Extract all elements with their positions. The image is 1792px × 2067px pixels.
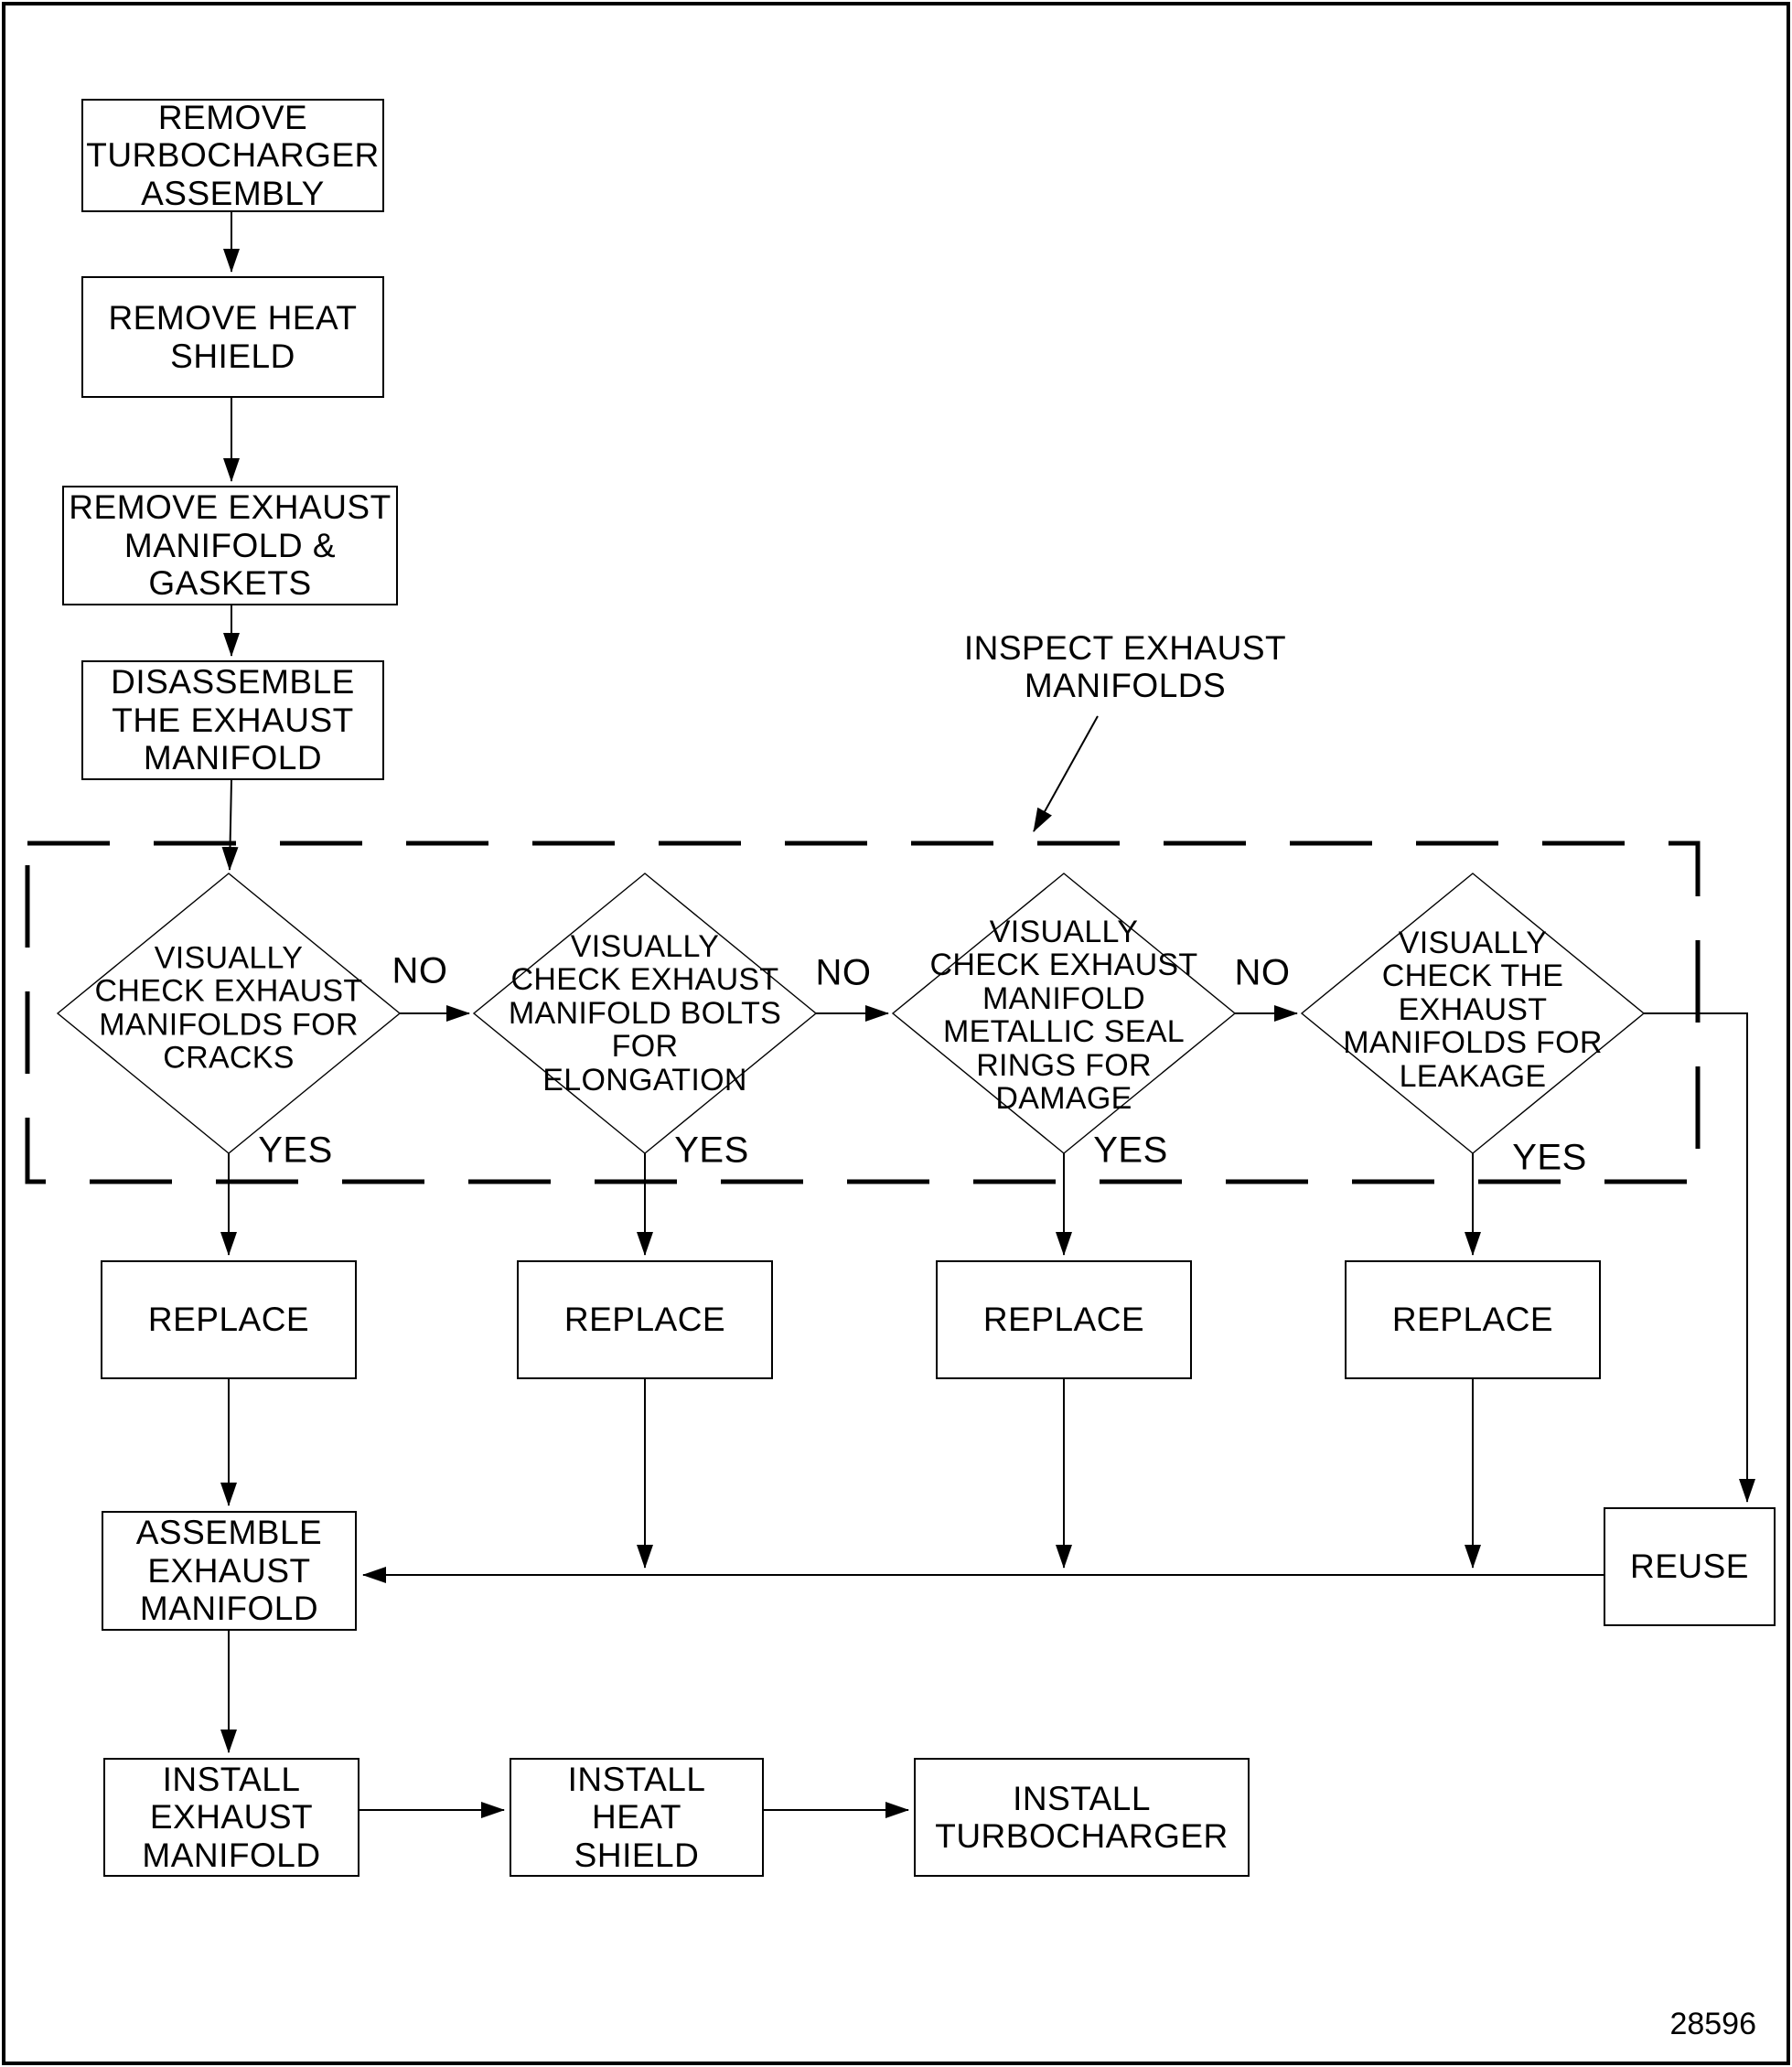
- box-replace-4: REPLACE: [1345, 1260, 1601, 1379]
- box-replace-3: REPLACE: [936, 1260, 1192, 1379]
- decision-seal-rings-text: VISUALLY CHECK EXHAUST MANIFOLD METALLIC…: [929, 914, 1198, 1116]
- box-remove-turbocharger-assembly: REMOVE TURBOCHARGER ASSEMBLY: [81, 99, 384, 212]
- edge-label-yes-2: YES: [674, 1130, 749, 1171]
- decision-cracks-text: VISUALLY CHECK EXHAUST MANIFOLDS FOR CRA…: [94, 940, 363, 1076]
- box-install-exhaust-manifold: INSTALL EXHAUST MANIFOLD: [103, 1758, 359, 1877]
- box-install-turbocharger: INSTALL TURBOCHARGER: [914, 1758, 1250, 1877]
- box-remove-heat-shield: REMOVE HEAT SHIELD: [81, 276, 384, 398]
- box-replace-2: REPLACE: [517, 1260, 773, 1379]
- figure-number: 28596: [1669, 2007, 1756, 2041]
- decision-leakage-text: VISUALLY CHECK THE EXHAUST MANIFOLDS FOR…: [1343, 926, 1603, 1094]
- edge-label-no-1: NO: [392, 950, 448, 991]
- box-install-heat-shield: INSTALL HEAT SHIELD: [510, 1758, 764, 1877]
- inspect-group-label: INSPECT EXHAUST MANIFOLDS: [963, 629, 1287, 705]
- box-disassemble-exhaust-manifold: DISASSEMBLE THE EXHAUST MANIFOLD: [81, 660, 384, 780]
- edge-label-no-3: NO: [1234, 952, 1291, 993]
- edge-label-yes-4: YES: [1512, 1137, 1587, 1178]
- edge-label-no-2: NO: [815, 952, 872, 993]
- box-replace-1: REPLACE: [101, 1260, 357, 1379]
- edge-label-yes-1: YES: [258, 1130, 333, 1171]
- box-reuse: REUSE: [1604, 1507, 1776, 1626]
- decision-bolts-text: VISUALLY CHECK EXHAUST MANIFOLD BOLTS FO…: [508, 929, 782, 1098]
- box-remove-exhaust-manifold-gaskets: REMOVE EXHAUST MANIFOLD & GASKETS: [62, 486, 398, 605]
- edge-label-yes-3: YES: [1093, 1130, 1168, 1171]
- box-assemble-exhaust-manifold: ASSEMBLE EXHAUST MANIFOLD: [102, 1511, 357, 1631]
